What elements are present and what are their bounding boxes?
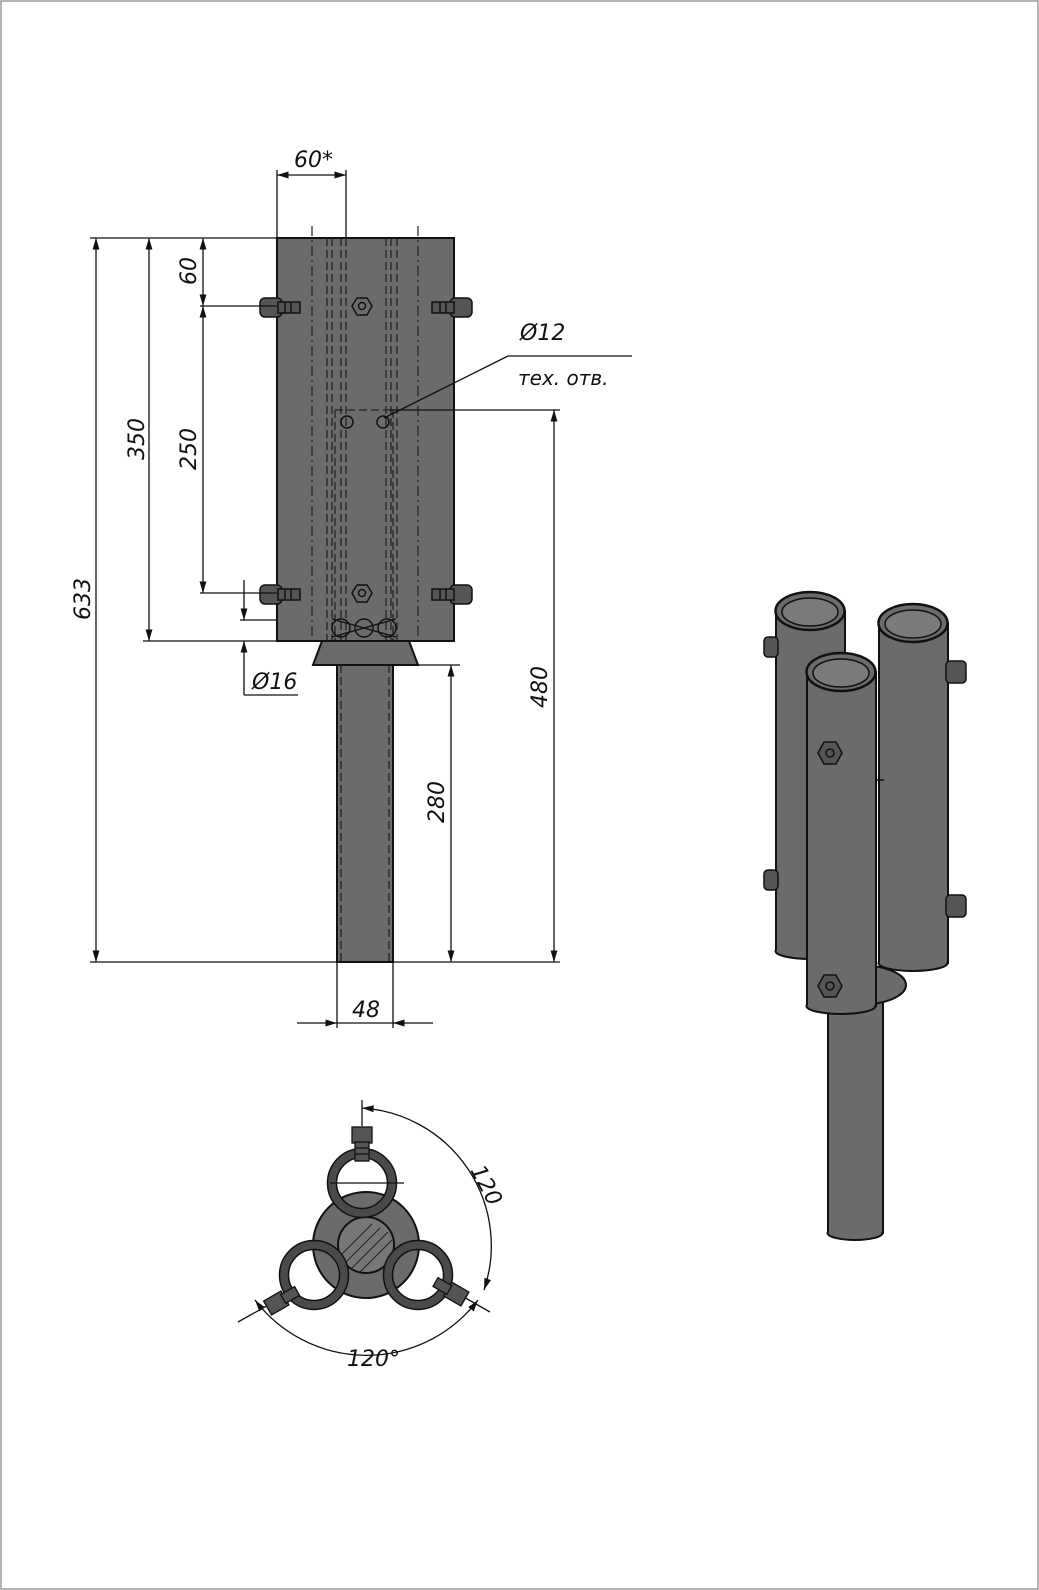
dim-width-60: 60* bbox=[294, 148, 333, 173]
dim-spacing-250: 250 bbox=[177, 428, 202, 470]
plan-view: 120 120° bbox=[237, 1100, 506, 1372]
dimension-labels: 60* 633 350 60 250 Ø12 тех. отв. Ø16 480… bbox=[71, 148, 609, 1023]
dim-diameter-48: 48 bbox=[352, 998, 380, 1023]
tube-ring-right bbox=[391, 1248, 445, 1302]
iso-tube-back-right bbox=[878, 622, 949, 964]
bolt-head-front bbox=[351, 297, 373, 603]
side-bolt bbox=[259, 297, 473, 605]
dim-height-350: 350 bbox=[125, 418, 150, 460]
angle-arc bbox=[361, 1105, 492, 1291]
dim-height-280: 280 bbox=[425, 781, 450, 823]
tube-ring-right bbox=[383, 1240, 453, 1310]
iso-lower-pipe bbox=[827, 989, 884, 1234]
iso-front-bolt bbox=[817, 741, 843, 998]
dimension-lines bbox=[90, 170, 632, 1028]
iso-tube-front bbox=[806, 671, 877, 1007]
plan-bolt bbox=[262, 1126, 470, 1316]
dim-bolt-d16: Ø16 bbox=[251, 670, 297, 695]
flange bbox=[311, 640, 420, 666]
plan-angle-120: 120° bbox=[347, 1347, 400, 1372]
tech-hole bbox=[340, 415, 354, 429]
tube-ring-left bbox=[279, 1240, 349, 1310]
isometric-view bbox=[763, 590, 967, 1241]
front-view bbox=[259, 226, 473, 963]
angle-arc bbox=[254, 1299, 479, 1356]
tube-ring-left bbox=[278, 1239, 350, 1311]
dim-hole-note: тех. отв. bbox=[518, 366, 609, 390]
lower-bolt-row bbox=[331, 618, 397, 638]
dim-offset-60: 60 bbox=[177, 257, 202, 285]
dim-height-633: 633 bbox=[71, 578, 96, 620]
dim-hole-d12: Ø12 bbox=[519, 321, 565, 346]
tube-ring-left bbox=[287, 1248, 341, 1302]
lower-pipe bbox=[336, 664, 394, 963]
dim-height-480: 480 bbox=[528, 666, 553, 708]
tech-hole bbox=[376, 415, 390, 429]
tube-ring-right bbox=[382, 1239, 454, 1311]
